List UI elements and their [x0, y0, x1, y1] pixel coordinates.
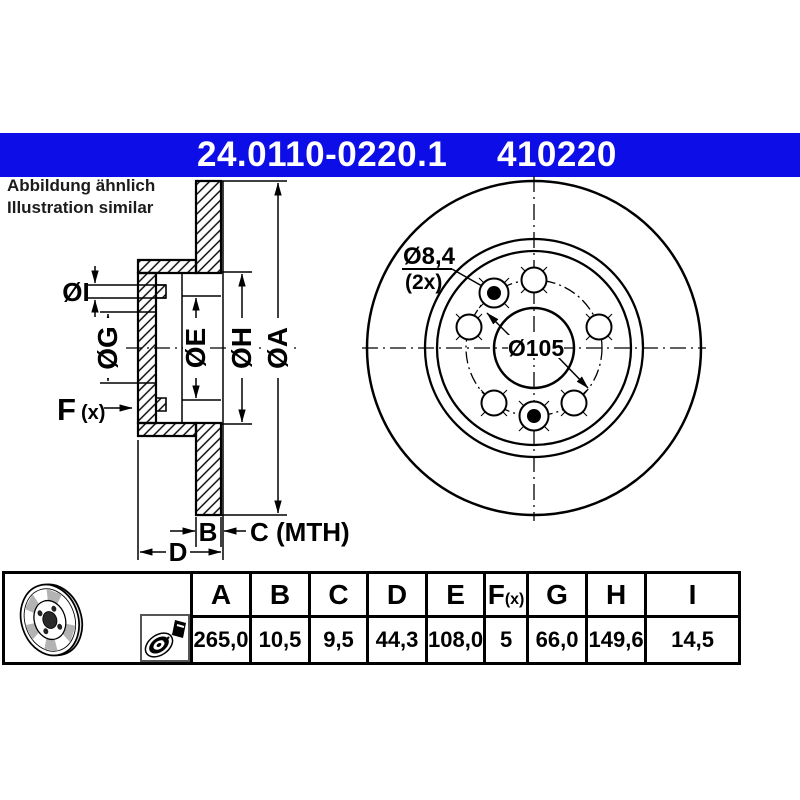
bolt-holes — [455, 266, 613, 417]
col-header-f: F(x) — [483, 571, 530, 618]
value-i: 14,5 — [644, 615, 742, 665]
similarity-note: Abbildung ähnlich Illustration similar — [7, 175, 155, 219]
dim-label-i: ØI — [62, 277, 89, 307]
bore-lip-top — [155, 284, 167, 299]
value-a: 265,0 — [190, 615, 252, 665]
bolt-circle-label: Ø105 — [508, 335, 564, 361]
col-header-a: A — [190, 571, 252, 618]
col-header-d: D — [366, 571, 428, 618]
center-bore-circle — [492, 306, 576, 390]
catalog-number: 410220 — [497, 135, 617, 174]
dim-label-g: ØG — [92, 326, 123, 370]
hat-flange-top — [136, 258, 198, 275]
dim-label-b: B — [199, 517, 218, 547]
col-header-h: H — [585, 571, 648, 618]
col-header-i: I — [644, 571, 742, 618]
brake-disc-3d-image — [19, 583, 84, 657]
dimension-table: A B C D E F(x) G H I 265,0 10,5 9,5 44,3… — [2, 571, 742, 665]
dim-label-f-suffix: (x) — [81, 402, 105, 424]
col-header-g: G — [526, 571, 589, 618]
hole-count-label: (2x) — [405, 271, 442, 294]
section-view: ØA ØH ØE ØG ØI F (x) B C (MTH) D — [57, 179, 350, 567]
value-d: 44,3 — [366, 615, 428, 665]
outer-diameter-circle — [365, 179, 703, 517]
col-header-e: E — [424, 571, 487, 618]
value-h: 149,6 — [585, 615, 648, 665]
hat-flange-bottom — [136, 421, 198, 438]
note-line-en: Illustration similar — [7, 198, 154, 217]
part-number: 24.0110-0220.1 — [197, 135, 448, 174]
col-header-c: C — [308, 571, 369, 618]
value-g: 66,0 — [526, 615, 589, 665]
hat-outer-circle — [423, 237, 645, 459]
value-row: 265,0 10,5 9,5 44,3 108,0 5 66,0 149,6 1… — [4, 615, 742, 665]
note-line-de: Abbildung ähnlich — [7, 176, 156, 195]
bore-lip-bottom — [155, 397, 167, 412]
value-b: 10,5 — [249, 615, 311, 665]
disc-image-cell — [2, 571, 193, 665]
front-view: Ø8,4 (2x) Ø105 — [362, 176, 706, 521]
value-f: 5 — [483, 615, 530, 665]
locating-holes — [478, 277, 550, 432]
value-e: 108,0 — [424, 615, 487, 665]
coating-pictogram-icon — [140, 614, 190, 662]
dim-label-d: D — [169, 537, 188, 567]
hole-dia-label: Ø8,4 — [403, 243, 456, 270]
col-header-b: B — [249, 571, 311, 618]
disc-ring-top — [194, 179, 223, 275]
hat-face-circle — [435, 249, 633, 447]
dim-label-h: ØH — [226, 327, 257, 369]
dim-label-e: ØE — [180, 328, 211, 368]
value-c: 9,5 — [308, 615, 369, 665]
dim-label-a: ØA — [262, 327, 293, 369]
dim-label-c: C (MTH) — [250, 517, 350, 547]
header-bar: 24.0110-0220.1 410220 — [0, 133, 800, 177]
disc-ring-bottom — [194, 421, 223, 517]
dim-label-f: F — [57, 392, 76, 427]
